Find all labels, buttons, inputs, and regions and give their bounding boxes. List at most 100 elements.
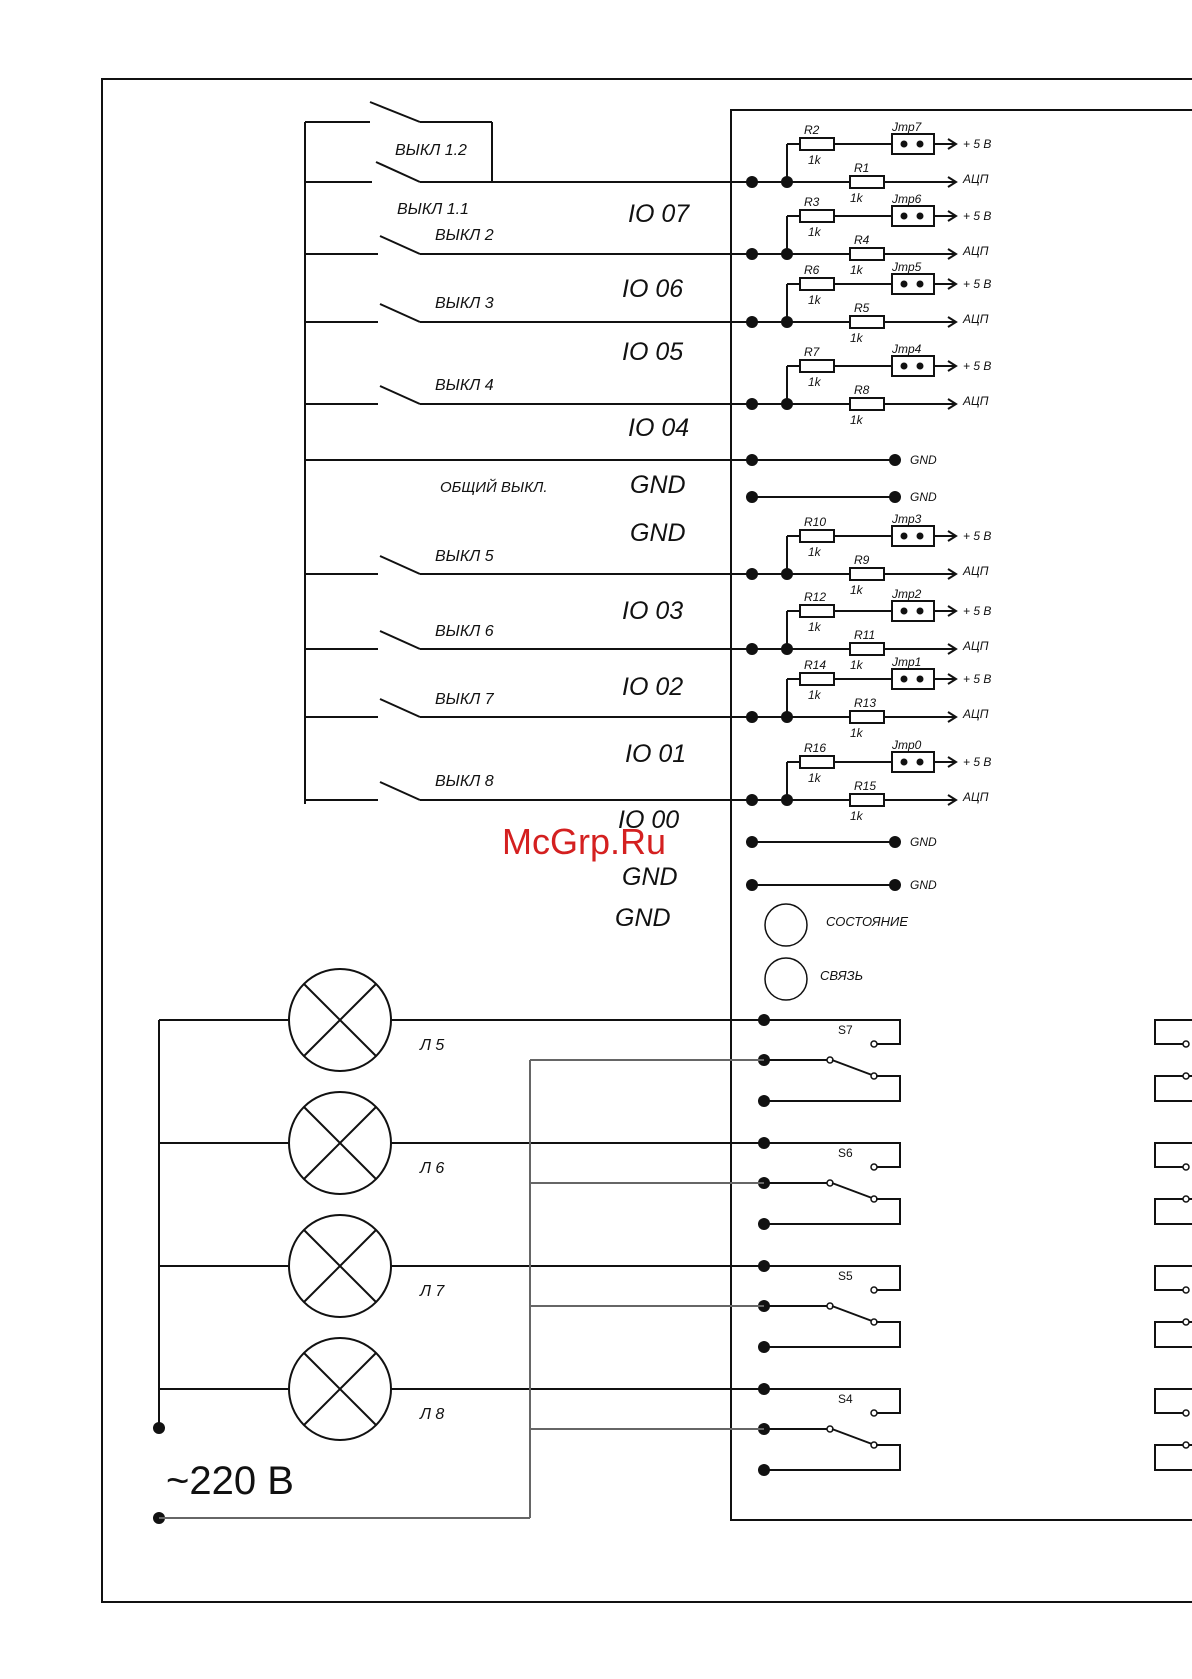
io-label-03: IO 03 <box>622 597 683 625</box>
jumper-label: Jmp5 <box>891 260 922 274</box>
switch-row <box>305 303 752 323</box>
resistance-value: 1k <box>850 726 864 740</box>
resistance-value: 1k <box>808 293 822 307</box>
resistor-icon <box>849 567 885 581</box>
jumper-pin <box>900 362 908 370</box>
resistor-icon <box>799 672 835 686</box>
jumper-icon <box>891 133 935 155</box>
lamp-cross <box>303 1352 377 1426</box>
resistor-label: R10 <box>804 515 826 529</box>
gnd-label: GND <box>910 835 937 849</box>
resistance-value: 1k <box>850 583 864 597</box>
lamp-label: Л 6 <box>419 1160 444 1177</box>
switch-label-1-1: ВЫКЛ 1.1 <box>397 201 469 218</box>
jumper-pin <box>916 280 924 288</box>
relay-label: S5 <box>838 1269 853 1283</box>
arrow-icon <box>947 316 958 328</box>
resistor-icon <box>799 137 835 151</box>
resistor-icon <box>799 755 835 769</box>
jumper-icon <box>891 273 935 295</box>
switch-contact <box>379 781 421 801</box>
resistor-label: R7 <box>804 345 821 359</box>
resistance-value: 1k <box>808 688 822 702</box>
switch-contact <box>379 303 421 323</box>
resistor-icon <box>849 793 885 807</box>
contact <box>1182 1441 1190 1449</box>
resistance-value: 1k <box>808 545 822 559</box>
io-label-04: IO 04 <box>628 414 689 442</box>
resistor-icon <box>849 642 885 656</box>
lamp: Л 8 <box>159 1337 764 1441</box>
lamp-cross <box>303 983 377 1057</box>
gnd-label-1: GND <box>630 471 686 499</box>
switch-label-1-2: ВЫКЛ 1.2 <box>395 142 467 159</box>
resistor-label: R9 <box>854 553 870 567</box>
switch-label-7: ВЫКЛ 7 <box>435 691 495 708</box>
resistor-label: R1 <box>854 161 869 175</box>
adc-label: АЦП <box>962 244 989 258</box>
resistor-icon <box>849 247 885 261</box>
switch-label-5: ВЫКЛ 5 <box>435 548 494 565</box>
contact <box>1182 1195 1190 1203</box>
jumper-label: Jmp4 <box>891 342 922 356</box>
resistance-value: 1k <box>808 771 822 785</box>
switch-contact <box>379 385 421 405</box>
resistance-value: 1k <box>808 620 822 634</box>
jumper-icon <box>891 668 935 690</box>
wire <box>764 1265 901 1291</box>
switch-label-4: ВЫКЛ 4 <box>435 377 494 394</box>
wire <box>764 1019 901 1045</box>
switch-label-2: ВЫКЛ 2 <box>435 227 494 244</box>
relay: S7 <box>530 1014 1192 1107</box>
switch-label-6: ВЫКЛ 6 <box>435 623 494 640</box>
resistance-value: 1k <box>850 658 864 672</box>
wire <box>764 1142 901 1168</box>
lamp: Л 6 <box>159 1091 764 1195</box>
jumper-label: Jmp7 <box>891 120 923 134</box>
relay-label: S4 <box>838 1392 853 1406</box>
jumper-pin <box>916 675 924 683</box>
supply-label: + 5 В <box>963 604 991 618</box>
arrow-icon <box>947 643 958 655</box>
arrow-icon <box>947 756 958 768</box>
switch-label-common: ОБЩИЙ ВЫКЛ. <box>440 478 548 496</box>
io-label-07: IO 07 <box>628 200 690 228</box>
resistor-icon <box>799 529 835 543</box>
switch-row <box>305 555 752 575</box>
switch-contact <box>379 698 421 718</box>
wire <box>764 1075 901 1102</box>
wire <box>1154 1388 1192 1414</box>
resistance-value: 1k <box>808 225 822 239</box>
link-led-label: СВЯЗЬ <box>820 968 863 983</box>
gnd-label: GND <box>910 453 937 467</box>
jumper-pin <box>916 362 924 370</box>
jumper-pin <box>900 675 908 683</box>
switch-row <box>305 781 752 801</box>
relay-label: S7 <box>838 1023 853 1037</box>
lamp-cross <box>303 1106 377 1180</box>
relay: S4 <box>530 1383 1192 1476</box>
jumper-pin <box>900 140 908 148</box>
jumper-icon <box>891 751 935 773</box>
resistance-value: 1k <box>808 375 822 389</box>
relay-contact <box>831 1305 873 1322</box>
gnd-label: GND <box>910 878 937 892</box>
jumper-pin <box>916 140 924 148</box>
jumper-pin <box>900 212 908 220</box>
supply-label: + 5 В <box>963 209 991 223</box>
relay-contact <box>831 1428 873 1445</box>
arrow-icon <box>947 605 958 617</box>
jumper-icon <box>891 355 935 377</box>
contact <box>1182 1040 1190 1048</box>
link-led-icon <box>764 957 808 1001</box>
wire <box>1154 1444 1192 1471</box>
switch-row <box>305 630 752 650</box>
jumper-pin <box>916 607 924 615</box>
resistor-label: R2 <box>804 123 820 137</box>
resistance-value: 1k <box>850 191 864 205</box>
adc-label: АЦП <box>962 394 989 408</box>
jumper-icon <box>891 600 935 622</box>
adc-label: АЦП <box>962 790 989 804</box>
